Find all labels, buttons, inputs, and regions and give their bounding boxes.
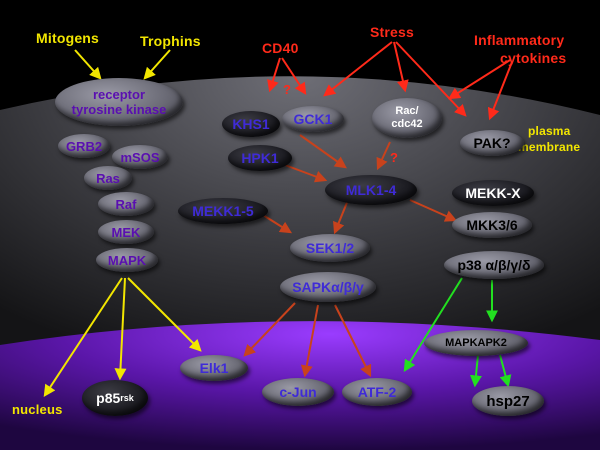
arrow-mitogens	[74, 49, 102, 80]
arrow-p38-atf	[403, 277, 463, 373]
question-mark-2: ?	[390, 150, 399, 165]
mekk-x-label: MEKK-X	[465, 185, 521, 201]
rac-line1: Rac/	[395, 105, 419, 117]
arrow-gck-mlk	[299, 134, 347, 169]
p85-sup: rsk	[120, 393, 134, 403]
node-mapkapk2: MAPKAPK2	[424, 330, 528, 356]
node-grb2: GRB2	[58, 134, 110, 158]
label-plasma: plasma	[528, 124, 571, 138]
node-hsp27: hsp27	[472, 386, 544, 416]
node-receptor-tyrosine-kinase: receptor tyrosine kinase	[55, 78, 183, 126]
node-mek: MEK	[98, 220, 154, 244]
node-p38: p38 α/β/γ/δ	[444, 251, 544, 279]
node-ras: Ras	[84, 166, 132, 190]
arrow-mapkapk-hsp	[469, 354, 482, 388]
arrow-mapk-nucleus	[43, 277, 123, 398]
rtk-line2: tyrosine kinase	[71, 102, 167, 117]
rtk-line1: receptor	[92, 87, 146, 102]
node-mkk3-6: MKK3/6	[452, 212, 532, 238]
arrow-cd40	[267, 57, 281, 93]
arrow-sapk-cjun	[300, 304, 319, 378]
rac-line2: cdc42	[391, 118, 423, 130]
arrow-sapk-elk	[243, 302, 296, 357]
node-raf: Raf	[98, 192, 154, 216]
arrow-mlk-mkk	[409, 199, 458, 222]
label-nucleus: nucleus	[12, 402, 63, 417]
node-mekk1-5: MEKK1-5	[178, 198, 268, 224]
node-c-jun: c-Jun	[262, 378, 334, 406]
node-gck1: GCK1	[282, 106, 344, 132]
node-sek1-2: SEK1/2	[290, 234, 370, 262]
arrow-mlk-sek	[333, 199, 349, 235]
arrow-mapkapk-hsp2	[499, 354, 512, 388]
node-mekk-x: MEKK-X	[452, 180, 534, 206]
node-khs1: KHS1	[222, 111, 280, 137]
arrow-sapk-atf	[334, 304, 372, 378]
arrow-trophins	[143, 49, 171, 80]
node-pak: PAK?	[460, 130, 524, 156]
arrow-hpk-mlk	[284, 164, 328, 183]
node-mlk1-4: MLK1-4	[325, 175, 417, 205]
label-inflammatory: Inflammatory	[474, 32, 565, 48]
arrow-stress-gck	[323, 41, 393, 97]
node-msos: mSOS	[112, 145, 168, 169]
node-mapk: MAPK	[96, 248, 158, 272]
node-rac-cdc42: Rac/ cdc42	[372, 98, 442, 138]
p85-base: p85	[96, 390, 121, 406]
node-elk1: Elk1	[180, 355, 248, 381]
node-hpk1: HPK1	[228, 145, 292, 171]
label-mitogens: Mitogens	[36, 30, 100, 46]
node-sapk: SAPKα/β/γ	[280, 272, 376, 302]
question-mark-1: ?	[283, 82, 292, 97]
arrow-mapk-elk	[127, 277, 202, 352]
node-atf-2: ATF-2	[342, 378, 412, 406]
arrow-stress-pak	[395, 41, 467, 117]
label-stress: Stress	[370, 24, 415, 40]
label-trophins: Trophins	[140, 33, 201, 49]
arrow-infl-pak	[487, 61, 513, 121]
arrow-infl-rac	[447, 59, 511, 100]
arrow-cd40b	[281, 57, 307, 96]
label-cd40: CD40	[262, 40, 299, 56]
label-cytokines: cytokines	[500, 50, 567, 66]
arrow-mapk-p85	[114, 277, 127, 381]
label-membrane: membrane	[518, 140, 581, 154]
arrow-rac-mlk	[376, 141, 391, 171]
arrow-stress-rac	[393, 41, 409, 93]
